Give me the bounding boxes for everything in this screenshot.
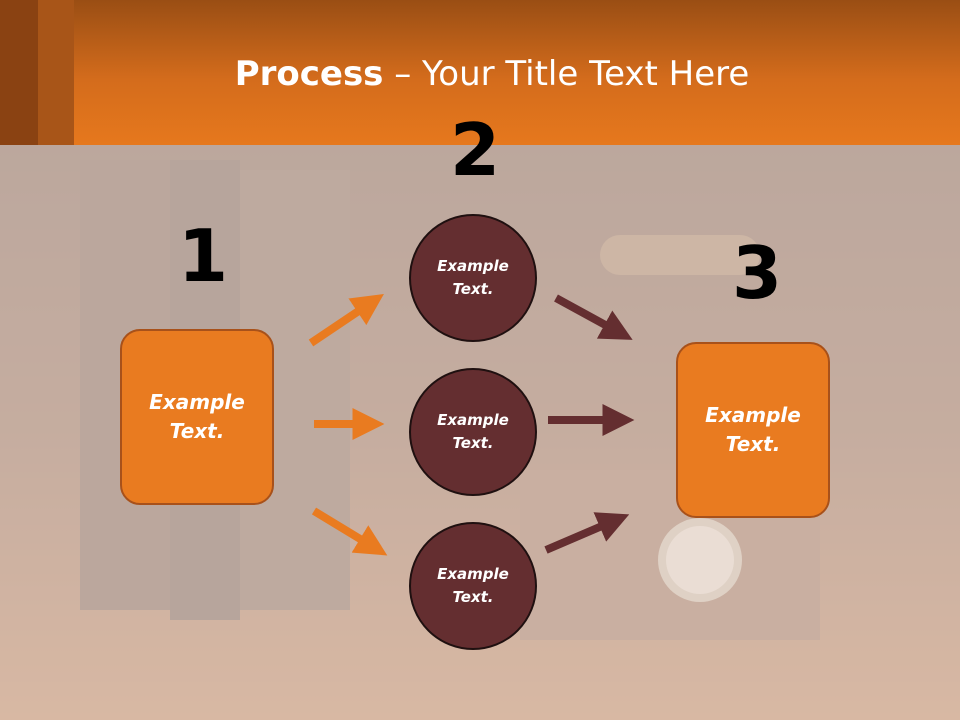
circle-text-line2: Text. <box>452 280 494 298</box>
step-2-circle-top: Example Text. <box>409 214 537 342</box>
step-number-2: 2 <box>450 108 501 192</box>
circle-text-line1: Example <box>437 257 509 275</box>
step-number-1: 1 <box>178 214 229 298</box>
title-bold: Process <box>234 54 384 94</box>
step-3-text-line2: Text. <box>725 432 781 456</box>
slide-title: Process – Your Title Text Here <box>0 52 960 96</box>
step-1-box: Example Text. <box>120 329 274 505</box>
step-number-3: 3 <box>732 231 783 315</box>
arrow-2c-to-3 <box>544 512 630 554</box>
step-2-circle-bottom: Example Text. <box>409 522 537 650</box>
step-2-circle-middle: Example Text. <box>409 368 537 496</box>
circle-text-line2: Text. <box>452 434 494 452</box>
circle-text-line1: Example <box>437 411 509 429</box>
arrow-1-to-2c <box>311 507 388 556</box>
header-stripe <box>0 0 38 145</box>
step-1-text-line1: Example <box>149 390 245 414</box>
step-1-text-line2: Text. <box>169 419 225 443</box>
step-3-text-line1: Example <box>705 403 801 427</box>
circle-text-line1: Example <box>437 565 509 583</box>
arrow-1-to-2a <box>308 293 384 347</box>
circle-text-line2: Text. <box>452 588 494 606</box>
title-rest: – Your Title Text Here <box>383 54 750 94</box>
header-stripe <box>38 0 74 145</box>
title-bar <box>0 0 960 145</box>
step-3-box: Example Text. <box>676 342 830 518</box>
arrow-2a-to-3 <box>554 294 633 340</box>
